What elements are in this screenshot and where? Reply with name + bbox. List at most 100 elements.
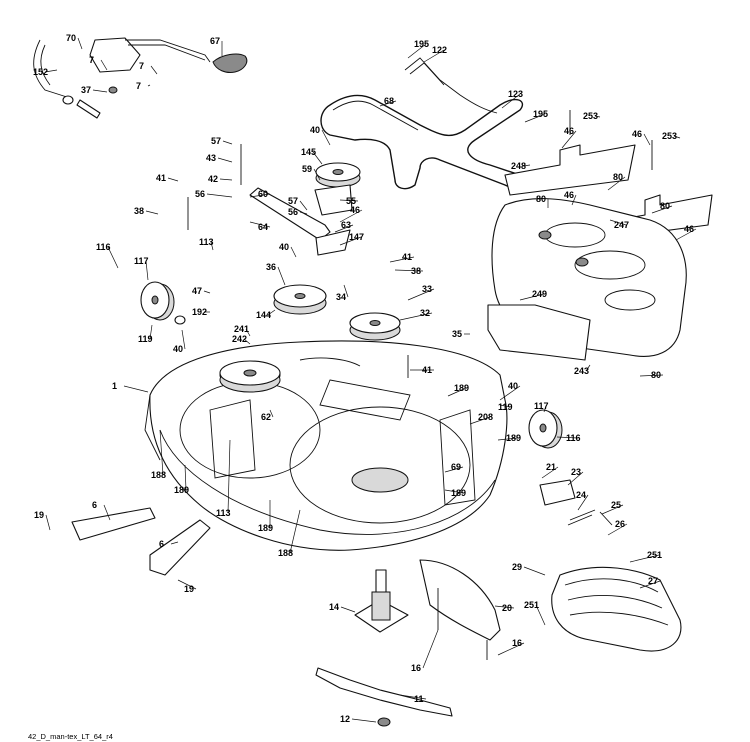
- part-number-label: 189: [454, 383, 469, 393]
- part-number-label: 27: [648, 576, 658, 586]
- part-number-label: 116: [96, 242, 111, 252]
- bolt-12: [377, 717, 391, 727]
- leader-line: [444, 466, 464, 473]
- leader-line: [629, 554, 660, 563]
- part-number-label: 57: [211, 136, 221, 146]
- cable-122: [404, 57, 498, 114]
- shield-249: [487, 304, 591, 361]
- part-number-label: 253: [662, 131, 677, 141]
- part-number-label: 248: [511, 161, 526, 171]
- leader-line: [407, 288, 435, 301]
- part-number-label: 32: [420, 308, 430, 318]
- part-number-label: 12: [340, 714, 350, 724]
- part-number-label: 26: [615, 519, 625, 529]
- leader-line: [524, 113, 546, 123]
- leader-line: [159, 429, 164, 476]
- leader-line: [210, 241, 214, 251]
- leader-line: [92, 89, 108, 93]
- part-number-label: 195: [414, 39, 429, 49]
- leader-line: [522, 164, 531, 167]
- leader-line: [389, 256, 415, 263]
- part-number-label: 38: [134, 206, 144, 216]
- part-number-label: 7: [136, 81, 141, 91]
- part-number-label: 208: [478, 412, 493, 422]
- leader-line: [321, 129, 331, 146]
- lift-linkage: [33, 37, 211, 119]
- idler-arm: [249, 187, 331, 241]
- bracket-23: [539, 479, 576, 506]
- part-number-label: 34: [336, 292, 346, 302]
- leader-line: [249, 221, 271, 228]
- leader-line: [277, 266, 286, 286]
- part-number-label: 16: [411, 663, 421, 673]
- part-number-label: 189: [174, 485, 189, 495]
- spring-25: [567, 509, 613, 526]
- leader-line: [609, 219, 627, 226]
- part-number-label: 69: [451, 462, 461, 472]
- part-number-label: 42: [208, 174, 218, 184]
- leader-line: [351, 718, 377, 723]
- leader-line: [44, 69, 58, 73]
- part-number-label: 117: [534, 401, 549, 411]
- part-number-label: 1: [112, 381, 117, 391]
- leader-line: [249, 193, 271, 198]
- leader-line: [100, 59, 108, 71]
- part-number-label: 249: [532, 289, 547, 299]
- part-number-label: 41: [402, 252, 412, 262]
- leader-line: [501, 93, 521, 109]
- part-number-label: 80: [660, 201, 670, 211]
- leader-line: [541, 466, 559, 479]
- spindle-14: [354, 569, 409, 633]
- leader-line: [594, 115, 601, 118]
- part-number-label: 56: [195, 189, 205, 199]
- leader-line: [673, 135, 681, 139]
- pulley-145: [315, 162, 361, 188]
- part-number-label: 36: [266, 262, 276, 272]
- part-number-label: 113: [199, 237, 214, 247]
- leader-line: [577, 494, 589, 511]
- part-number-label: 119: [138, 334, 153, 344]
- part-number-label: 147: [349, 232, 364, 242]
- part-number-label: 46: [632, 129, 642, 139]
- leader-line: [217, 157, 233, 163]
- part-number-label: 6: [92, 500, 97, 510]
- part-number-label: 64: [258, 222, 268, 232]
- pulley-32: [349, 312, 401, 341]
- bolts: [187, 110, 653, 660]
- part-number-label: 46: [350, 205, 360, 215]
- leader-line: [571, 194, 577, 206]
- part-number-label: 117: [134, 256, 149, 266]
- part-number-label: 37: [81, 85, 91, 95]
- leader-line: [601, 504, 624, 515]
- leader-line: [556, 436, 579, 439]
- leader-line: [343, 284, 349, 298]
- leader-line: [543, 405, 547, 413]
- part-number-label: 7: [89, 55, 94, 65]
- part-number-label: 33: [422, 284, 432, 294]
- part-number-label: 68: [384, 96, 394, 106]
- part-number-label: 59: [302, 164, 312, 174]
- part-number-label: 43: [206, 153, 216, 163]
- leader-line: [150, 65, 158, 75]
- deck-pulley: [219, 360, 281, 393]
- leader-line: [497, 437, 519, 441]
- part-number-label: 251: [647, 550, 662, 560]
- part-number-label: 122: [432, 45, 447, 55]
- part-number-label: 11: [414, 694, 424, 704]
- part-number-label: 57: [288, 196, 298, 206]
- leader-line: [519, 293, 545, 301]
- part-number-label: 189: [258, 523, 273, 533]
- part-number-label: 7: [139, 61, 144, 71]
- part-number-label: 144: [256, 310, 271, 320]
- leader-line: [334, 224, 354, 233]
- leader-line: [206, 193, 233, 198]
- leader-line: [499, 404, 511, 408]
- leader-line: [227, 439, 231, 514]
- leader-line: [497, 642, 525, 656]
- part-number-label: 189: [506, 433, 521, 443]
- part-number-label: 19: [184, 584, 194, 594]
- part-number-label: 67: [210, 36, 220, 46]
- leader-line: [447, 387, 467, 397]
- part-number-label: 123: [508, 89, 523, 99]
